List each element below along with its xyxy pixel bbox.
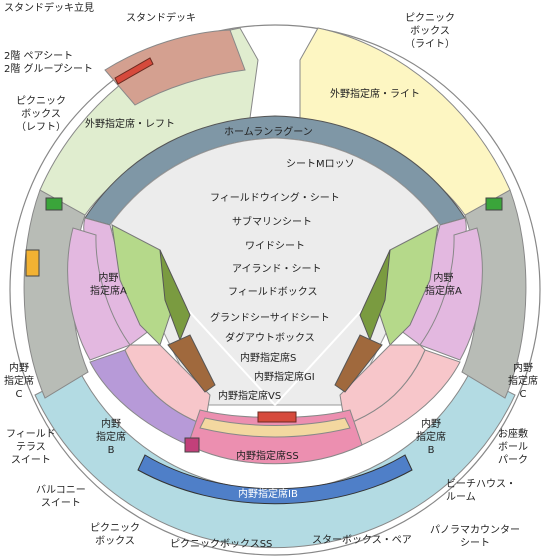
- infield-b-left-label: 内野 指定席 B: [96, 419, 126, 456]
- infield-s-label: 内野指定席S: [240, 353, 297, 364]
- infield-c-right-label: 内野 指定席 C: [508, 363, 538, 400]
- dugout-box-label: ダグアウトボックス: [225, 333, 315, 344]
- grand-side-label: グランドシーサイドシート: [210, 313, 330, 324]
- infield-ss-label: 内野指定席SS: [236, 451, 299, 462]
- picnic-box-label: ピクニック ボックス: [90, 523, 140, 547]
- field-terrace-label: フィールド テラス スイート: [6, 429, 56, 466]
- picnic-box-left-marker[interactable]: [45, 197, 63, 211]
- panorama-counter-label: パノラマカウンター シート: [430, 525, 520, 549]
- picnic-box-ss-marker[interactable]: [184, 437, 200, 453]
- field-wing-label: フィールドウイング・シート: [210, 193, 340, 204]
- infield-ib-zone[interactable]: [137, 454, 413, 505]
- stand-deck-label: スタンドデッキ: [126, 13, 196, 24]
- picnic-box-right-label: ピクニック ボックス （ライト）: [405, 13, 455, 50]
- field-box-label: フィールドボックス: [228, 287, 318, 298]
- infield-a-left-label: 内野 指定席A: [90, 273, 127, 297]
- floor2-pair-group-label: 2階 ペアシート 2階 グループシート: [4, 51, 93, 75]
- infield-vs-label: 内野指定席VS: [218, 391, 282, 402]
- stand-deck-zone[interactable]: [104, 29, 246, 106]
- star-box-pair-zone[interactable]: [199, 417, 351, 438]
- dugout-box-right[interactable]: [334, 334, 383, 393]
- stand-deck-standing-zone[interactable]: [114, 57, 154, 85]
- seat-m-lodge-label: シートMロッソ: [286, 159, 355, 170]
- picnic-box-left-label: ピクニック ボックス （レフト）: [16, 96, 66, 133]
- dugout-box-left[interactable]: [167, 334, 216, 393]
- infield-ib-label: 内野指定席IB: [238, 489, 298, 500]
- infield-gi-label: 内野指定席GI: [254, 372, 315, 383]
- infield-c-left-label: 内野 指定席 C: [4, 363, 34, 400]
- infield-a-left-lower[interactable]: [67, 227, 131, 361]
- outfield-left-label: 外野指定席・レフト: [85, 119, 175, 130]
- picnic-box-ss-label: ピクニックボックスSS: [170, 539, 273, 550]
- balcony-suite-label: バルコニー スイート: [36, 485, 86, 509]
- island-seat-label: アイランド・シート: [232, 264, 322, 275]
- beach-house-label: ビーチハウス・ ルーム: [446, 479, 516, 503]
- infield-a-right-label: 内野 指定席A: [425, 273, 462, 297]
- field: [109, 137, 441, 406]
- infield-vs-zone[interactable]: [257, 411, 297, 423]
- outfield-right-label: 外野指定席・ライト: [330, 89, 420, 100]
- wide-seat-label: ワイドシート: [245, 241, 305, 252]
- picnic-box-right-marker[interactable]: [485, 197, 503, 211]
- outer-band-lower[interactable]: [34, 371, 516, 549]
- infield-a-right-lower[interactable]: [419, 227, 483, 361]
- homerun-lagoon-label: ホームランラグーン: [224, 127, 313, 138]
- star-box-pair-label: スターボックス・ペア: [312, 535, 412, 546]
- floor2-pair-marker[interactable]: [25, 249, 40, 277]
- stand-deck-standing-label: スタンドデッキ立見: [4, 3, 94, 14]
- ozashiki-label: お座敷 ボール パーク: [498, 429, 528, 466]
- submarine-label: サブマリンシート: [232, 217, 312, 228]
- infield-b-right-label: 内野 指定席 B: [416, 419, 446, 456]
